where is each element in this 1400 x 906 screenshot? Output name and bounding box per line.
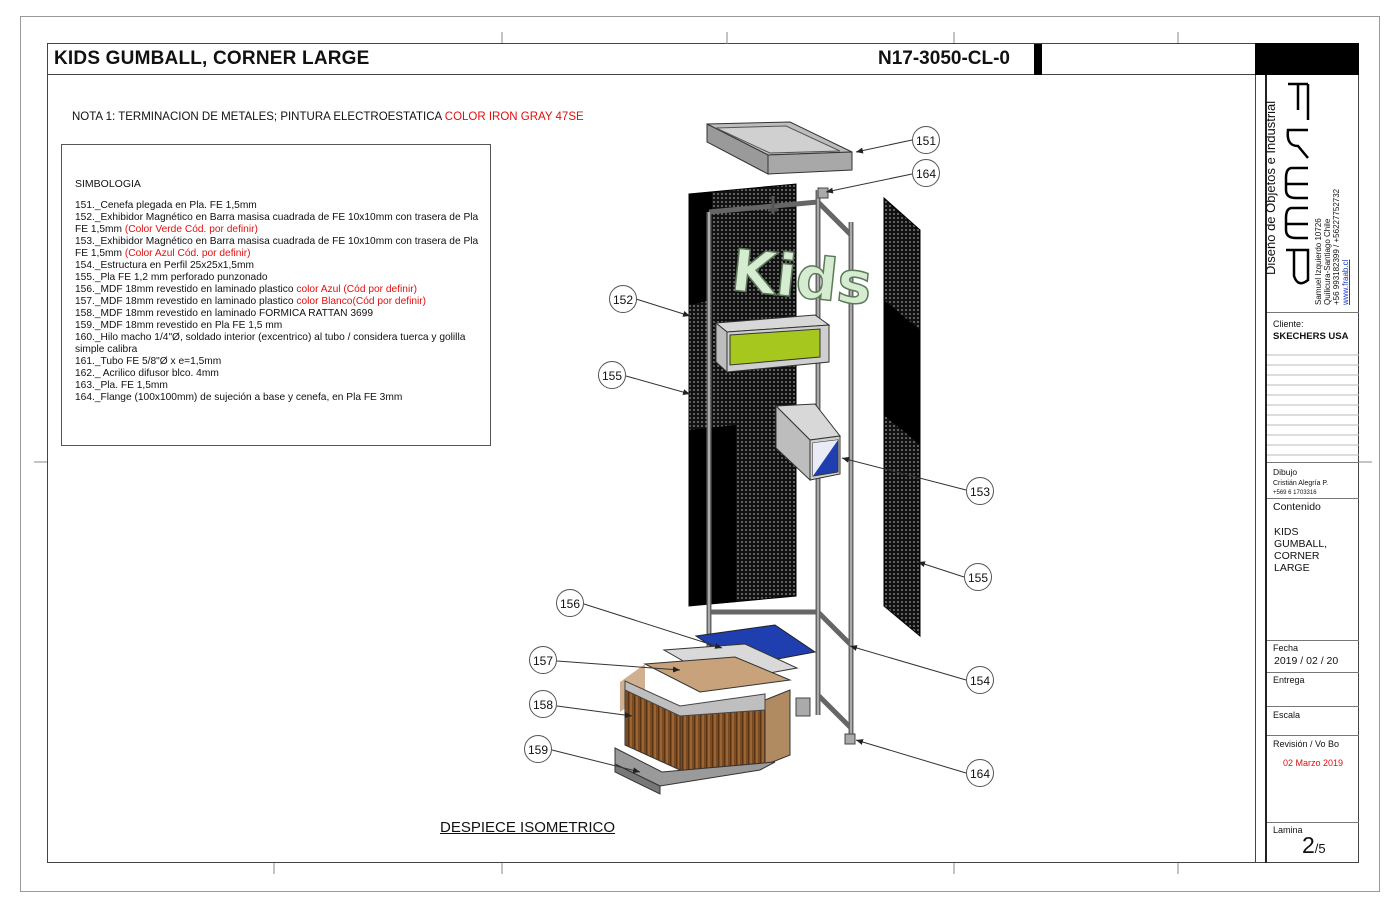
fraab-logo [1284,82,1310,285]
part-155-back-panel [688,183,797,607]
hook [768,196,778,214]
title-block-rule [1265,75,1267,863]
title-block [1255,43,1359,863]
cliente-value: SKECHERS USA [1273,331,1349,342]
legend-item: 155._Pla FE 1,2 mm perforado punzonado [75,272,268,283]
title-block-header [1255,43,1359,75]
part-155-side-panel [883,196,921,638]
kids-sign: Kids [727,235,876,319]
legend-item: 153._Exhibidor Magnético en Barra masisa… [75,236,479,259]
tb-divider [1267,822,1359,823]
tb-divider [1267,706,1359,707]
tb-divider [1267,462,1359,463]
part-159-base-plate [614,747,776,795]
leader-lines [551,139,967,774]
legend-box [61,144,491,446]
flange-bottom [795,697,811,717]
callout-157: 157 [529,646,557,674]
callout-155-side: 155 [964,563,992,591]
sheet-inner-border [47,43,1359,863]
drawing-caption: DESPIECE ISOMETRICO [440,819,616,836]
dibujo-label: Dibujo [1273,467,1298,477]
tb-divider [1267,672,1359,673]
legend-item: 161._Tubo FE 5/8"Ø x e=1,5mm [75,356,222,367]
part-152-green-box [714,314,831,374]
part-153-blue-box [774,403,841,482]
part-151-tray [706,121,853,175]
part-158-wood-base [620,656,792,776]
flange-top [817,187,829,199]
legend-item: 159._MDF 18mm revestido en Pla FE 1,5 mm [75,320,283,331]
legend-item: 157._MDF 18mm revestido en laminado plas… [75,296,427,307]
company-name: Diseño de Objetos e Industrial [1263,100,1278,275]
tb-divider [1267,498,1359,499]
legend-item: 158._MDF 18mm revestido en laminado FORM… [75,308,373,319]
callout-151: 151 [912,126,940,154]
callout-159: 159 [524,735,552,763]
callout-155-back: 155 [598,361,626,389]
dibujo-phone: +569 6 1703316 [1273,490,1317,496]
sheet-outer-border [20,16,1380,892]
title-block-ticks [1267,354,1359,456]
legend-item: 163._Pla. FE 1,5mm [75,380,168,391]
lamina-label: Lamina [1273,825,1303,835]
drawing-title: KIDS GUMBALL, CORNER LARGE [54,48,370,69]
note-highlight: COLOR IRON GRAY 47SE [444,111,584,123]
title-bar [47,43,1255,75]
legend-item: 154._Estructura en Perfil 25x25x1,5mm [75,260,254,271]
revision-value: 02 Marzo 2019 [1283,758,1344,768]
note-1: NOTA 1: TERMINACION DE METALES; PINTURA … [72,111,584,123]
revision-label: Revisión / Vo Bo [1273,739,1340,749]
legend-item: 156._MDF 18mm revestido en laminado plas… [75,284,418,295]
tb-divider [1267,640,1359,641]
tb-divider [1267,312,1359,313]
dibujo-name: Cristián Alegría P. [1273,480,1329,487]
callout-158: 158 [529,690,557,718]
callout-164-bottom: 164 [966,759,994,787]
fecha-label: Fecha [1273,643,1299,653]
fecha-value: 2019 / 02 / 20 [1274,655,1339,667]
tb-divider [1267,735,1359,736]
note-text: NOTA 1: TERMINACION DE METALES; PINTURA … [72,111,445,123]
cliente-label: Cliente: [1273,319,1304,329]
callout-156: 156 [556,589,584,617]
code-bar [1034,44,1042,75]
legend-title: SIMBOLOGIA [75,178,141,190]
callout-153: 153 [966,477,994,505]
legend-item: 164._Flange (100x100mm) de sujeción a ba… [75,392,403,403]
website-link[interactable]: www.fraab.cl [1341,259,1350,305]
escala-label: Escala [1273,710,1301,720]
drawing-code: N17-3050-CL-0 [878,48,1010,69]
legend-item: 160._Hilo macho 1/4"Ø, soldado interior … [75,332,466,355]
legend-item: 151._Cenefa plegada en Pla. FE 1,5mm [75,200,257,211]
company-address: Samuel Izquierdo 10726 Quilicura-Santiag… [1314,188,1350,305]
callout-152: 152 [609,285,637,313]
sheet-marks [34,32,1372,874]
contenido-label: Contenido [1273,501,1321,513]
kids-sign-text: Kids [728,236,875,318]
legend-item: 162._ Acrilico difusor blco. 4mm [75,368,219,379]
lamina-number: 2/5 [1302,832,1326,858]
contenido-value: KIDS GUMBALL, CORNER LARGE [1274,526,1328,574]
flange-bottom-right [844,733,856,745]
callout-164-top: 164 [912,159,940,187]
callout-154: 154 [966,666,994,694]
entrega-label: Entrega [1273,675,1305,685]
legend-list: 151._Cenefa plegada en Pla. FE 1,5mm 152… [75,200,485,404]
legend-item: 152._Exhibidor Magnético en Barra masisa… [75,212,479,235]
